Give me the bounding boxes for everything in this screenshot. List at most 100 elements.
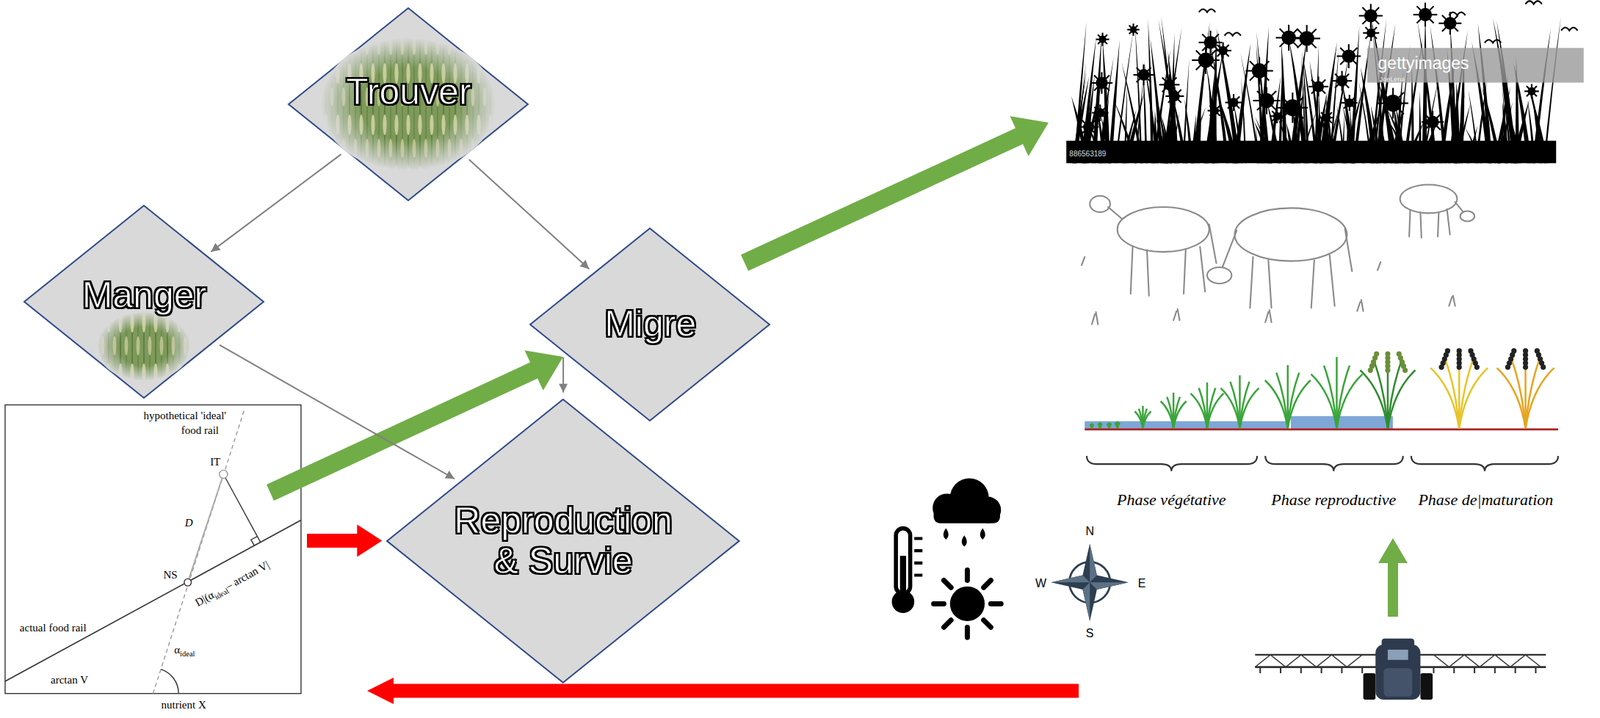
diamond-outline <box>530 228 770 421</box>
grass-blade <box>1475 78 1487 164</box>
cows-sketch-part <box>1455 201 1464 213</box>
rice-leaf <box>1525 367 1555 429</box>
flower-petal <box>1348 55 1361 57</box>
rice-leaf <box>1229 381 1240 429</box>
flower-petal <box>1214 105 1220 111</box>
flower-petal <box>1288 36 1302 39</box>
grass-blade <box>1160 16 1177 164</box>
flower-petal <box>1362 7 1371 16</box>
flower-petal <box>1425 14 1435 24</box>
flower-petal <box>1370 15 1372 28</box>
grass-blade <box>1278 53 1284 164</box>
flower-petal <box>1425 5 1435 15</box>
phase-label: Phase de|maturation <box>1417 490 1554 509</box>
flower-petal <box>1449 23 1451 35</box>
cows-sketch <box>1081 184 1475 324</box>
grass-blade <box>1203 50 1224 164</box>
cows-sketch-part <box>1130 224 1217 296</box>
grass-blade <box>1370 15 1396 164</box>
cows-sketch-part <box>1081 256 1456 325</box>
diamond-outline <box>24 205 264 398</box>
flower-petal <box>1191 59 1206 61</box>
watermark-group: 886563189 <box>1069 149 1106 159</box>
compass-letter: N <box>1085 525 1095 538</box>
phase-label: Phase reproductive <box>1271 490 1396 509</box>
grass-blade <box>1543 16 1562 164</box>
flower-petal <box>1431 110 1434 122</box>
distance-label-group: D <box>184 516 194 530</box>
butterfly <box>1448 12 1465 16</box>
flower-petal <box>1450 15 1459 24</box>
weather-icons <box>892 478 1002 639</box>
rice-growth-phases-part-part <box>1265 455 1404 472</box>
grass-blade <box>1303 58 1310 164</box>
flower-petal <box>1340 47 1349 57</box>
grass-blade <box>1157 100 1169 164</box>
point-label-group: IT <box>209 455 222 469</box>
watermark: JoeLena <box>1379 75 1406 83</box>
flower-petal <box>1227 102 1234 109</box>
axis-note-group: actual food rail <box>19 621 88 635</box>
rice-leaf <box>1142 411 1151 429</box>
axis-note-group: food rail <box>180 424 220 437</box>
flower-petal <box>1365 27 1371 34</box>
cows-sketch-part <box>1249 228 1352 308</box>
food-rail-graph-part <box>251 536 258 547</box>
flower-petal <box>1205 59 1220 61</box>
flower-petal <box>1205 50 1216 61</box>
flower-petal <box>1416 14 1426 24</box>
rice-grain <box>1438 364 1444 371</box>
flower-petal <box>1450 22 1462 25</box>
rice-grain <box>1505 364 1511 371</box>
flower-petal <box>1438 22 1451 25</box>
butterfly <box>1484 39 1501 43</box>
rice-growth-phases-part-part <box>1086 455 1258 472</box>
grass-blade <box>1240 52 1260 164</box>
photo-fade <box>320 37 496 172</box>
flower-petal <box>1094 82 1102 91</box>
angle-label: ideal <box>179 649 195 658</box>
flower-petal <box>1265 100 1268 114</box>
flower-petal <box>1223 50 1230 57</box>
grass-blade <box>1428 121 1434 164</box>
flower-petal <box>1291 107 1294 124</box>
tractor-sprayer-part <box>1383 668 1413 697</box>
node-label: Reproduction & Survie <box>444 500 683 582</box>
axis-title-group: nutrient X <box>161 699 207 712</box>
flower-petal <box>1336 55 1349 57</box>
food-rail-graph <box>5 405 302 694</box>
grass-blade <box>1286 122 1296 164</box>
rice-grain <box>1384 367 1390 374</box>
flower-petal <box>1233 102 1240 109</box>
flower-petal <box>1259 60 1269 71</box>
flower-petal <box>1209 30 1211 43</box>
flower-petal <box>1450 23 1459 32</box>
weather-icons-part <box>943 528 986 548</box>
flower-petal <box>1210 34 1219 43</box>
rice-leaf <box>1459 367 1488 429</box>
grass-blade <box>1108 39 1120 164</box>
grass-blade <box>1381 127 1388 164</box>
rice-leaf <box>1199 387 1208 429</box>
flower-petal <box>1227 96 1234 103</box>
compass-rose-part <box>1050 543 1129 622</box>
flower-petal <box>1431 121 1434 133</box>
rice-growth-phases-part <box>1084 428 1559 431</box>
flower-petal <box>1288 37 1298 47</box>
watermark: 886563189 <box>1069 149 1106 158</box>
flower-petal <box>1205 60 1216 70</box>
grass-blade <box>1135 24 1143 164</box>
flower-petal <box>1348 56 1358 66</box>
rice-leaf <box>1387 370 1416 429</box>
point-label: IT <box>210 455 221 468</box>
flower-petal <box>1392 102 1409 105</box>
grass-blade <box>1147 19 1154 164</box>
rice-growth-phases-part <box>1290 416 1393 430</box>
food-rail-graph-part <box>152 408 245 694</box>
cows-sketch-part <box>1089 196 1111 213</box>
axis-note: food rail <box>181 424 219 437</box>
flower-petal <box>1392 103 1394 119</box>
